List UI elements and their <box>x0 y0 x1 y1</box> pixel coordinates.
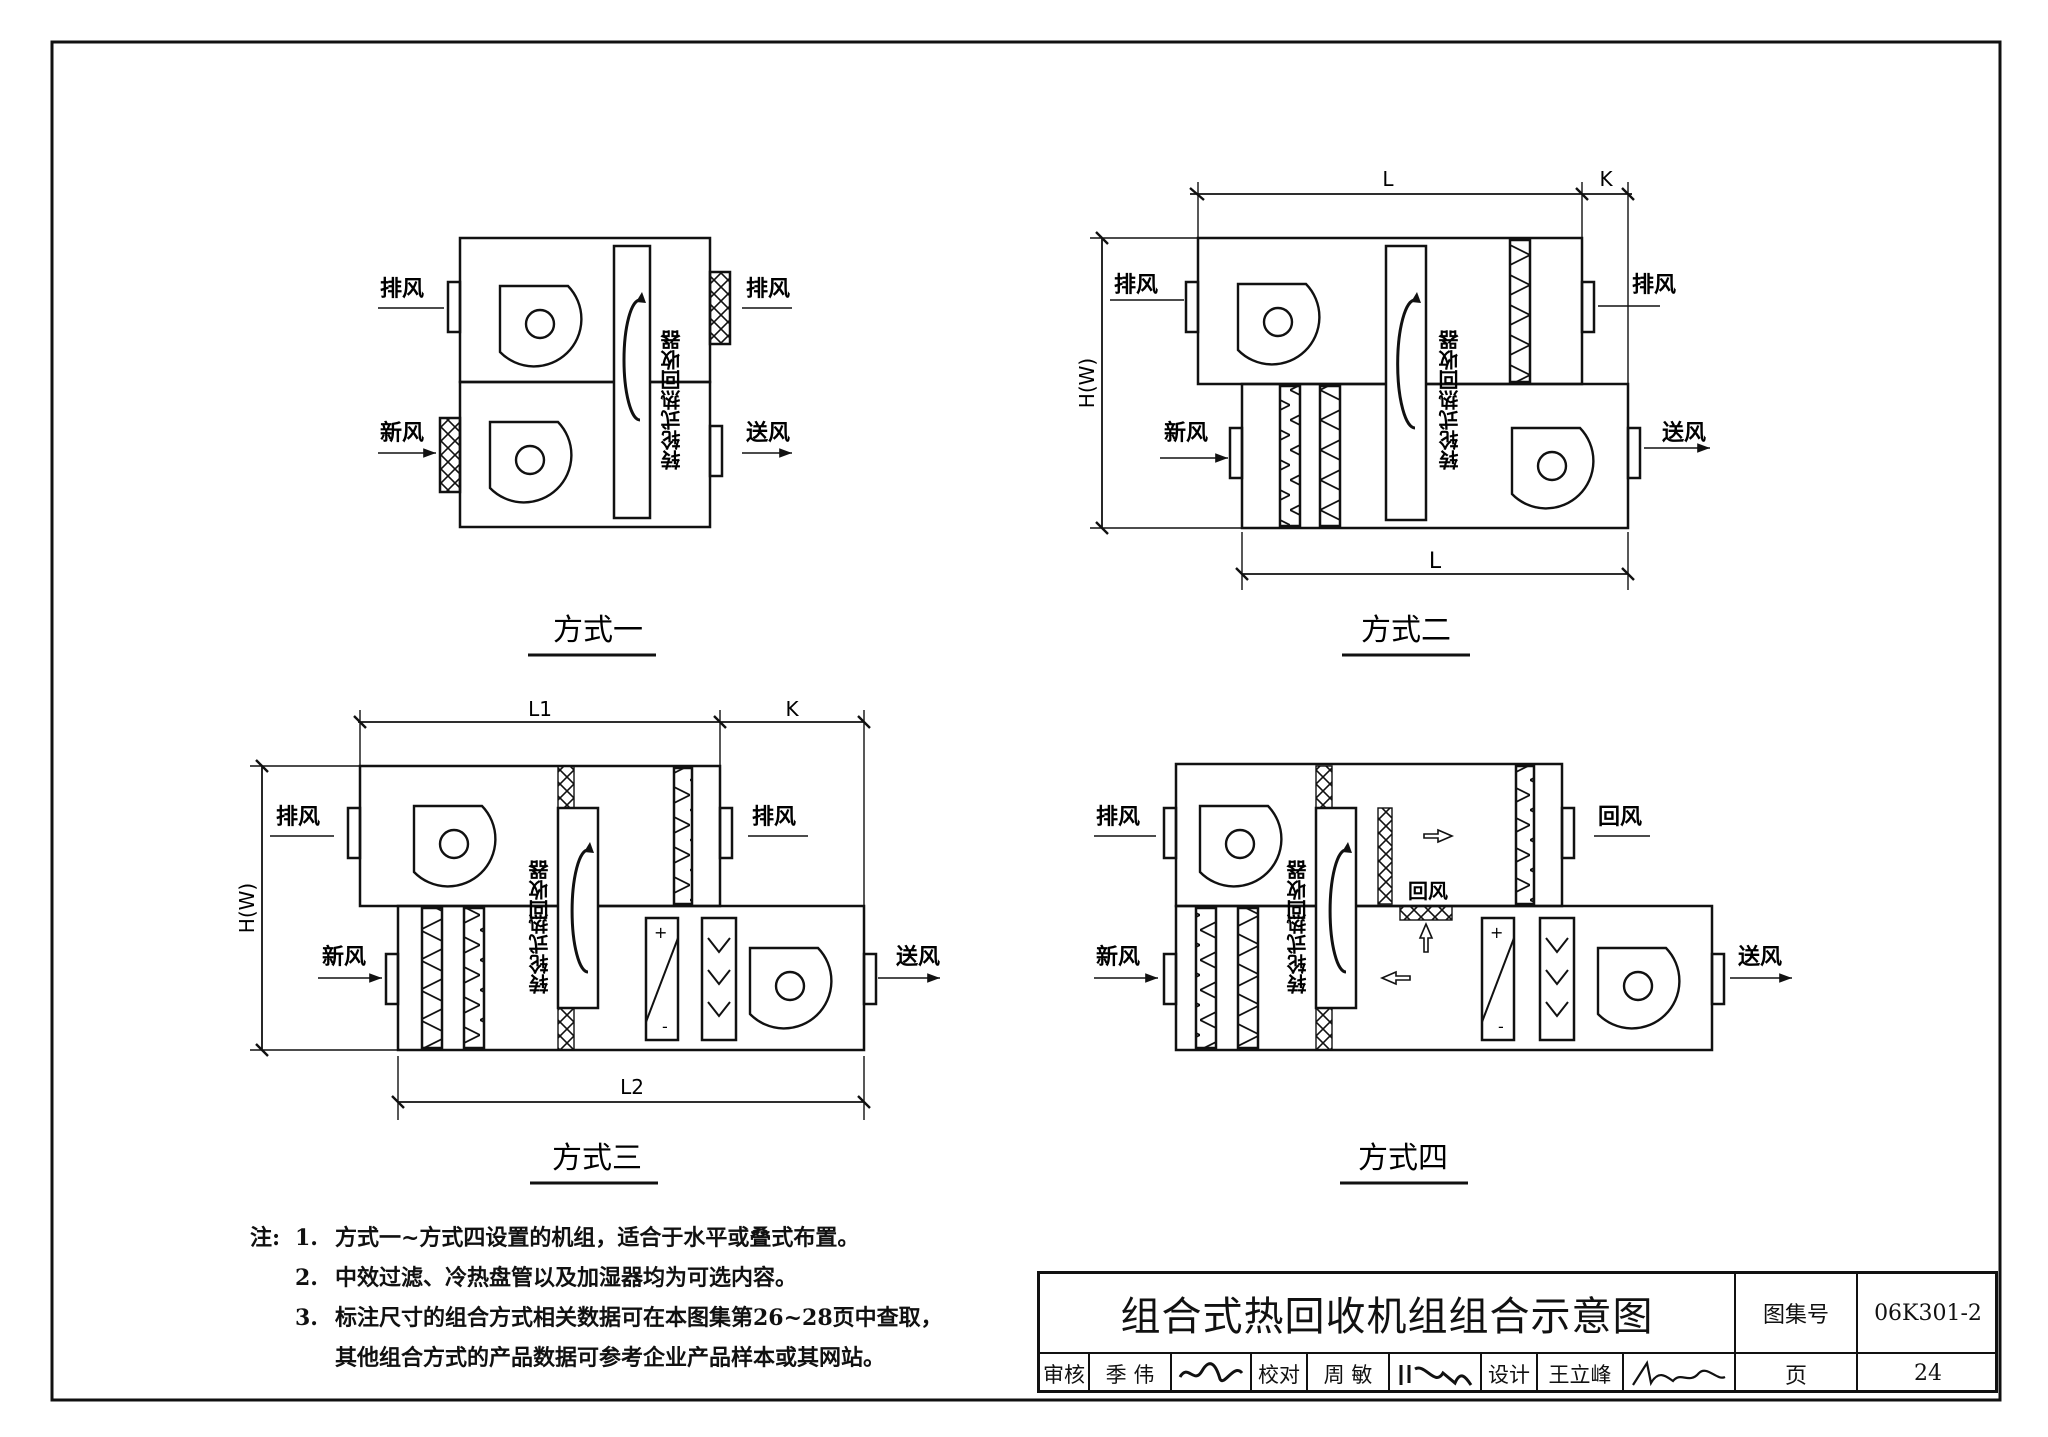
title-block: 组合式热回收机组组合示意图 图集号 06K301-2 页 24 审核 季 伟 校… <box>1037 1271 1998 1393</box>
recovery-label-3: 回收器 <box>528 859 552 920</box>
notes-block: 注: 1. 方式一~方式四设置的机组，适合于水平或叠式布置。 2. 中效过滤、冷热盘管… <box>250 1218 943 1378</box>
fresh-label-1: 新风 <box>380 420 424 446</box>
diagram-method-4 <box>1094 762 1792 1052</box>
design-signature <box>1624 1354 1736 1393</box>
plus-label-4: + <box>1490 923 1503 942</box>
diagram-method-1 <box>378 236 792 529</box>
wheel-label-2: 转轮式热 <box>1438 389 1462 471</box>
note-row-1: 注: 1. 方式一~方式四设置的机组，适合于水平或叠式布置。 <box>250 1218 910 1258</box>
wheel-label-3: 转轮式热 <box>528 913 552 995</box>
recovery-label-2: 回收器 <box>1438 329 1462 390</box>
exhaust-label-4: 排风 <box>1096 804 1140 830</box>
dim-L1-3: L1 <box>528 697 552 721</box>
dim-HW-2: H(W) <box>1075 358 1099 408</box>
check-name: 周 敏 <box>1308 1354 1390 1393</box>
exhaust-label-1b: 排风 <box>746 276 790 302</box>
page-number: 24 <box>1914 1361 1942 1386</box>
exhaust-label-2a: 排风 <box>1114 272 1158 298</box>
diagram-method-3 <box>250 710 940 1120</box>
return-label-4b: 回风 <box>1408 879 1448 903</box>
note-text: 中效过滤、冷热盘管以及加湿器均为可选内容。 <box>335 1265 798 1291</box>
note-number: 1. <box>295 1225 318 1251</box>
exhaust-label-1a: 排风 <box>380 276 424 302</box>
caption-method-1: 方式一 <box>553 613 643 648</box>
supply-label-4: 送风 <box>1738 944 1782 970</box>
plus-label-3: + <box>654 923 667 942</box>
minus-label-3: - <box>662 1017 668 1036</box>
note-text: 方式一~方式四设置的机组，适合于水平或叠式布置。 <box>335 1225 860 1251</box>
fresh-label-4: 新风 <box>1096 944 1140 970</box>
note-text: 标注尺寸的组合方式相关数据可在本图集第26~28页中查取， <box>335 1305 943 1331</box>
fresh-label-2: 新风 <box>1164 420 1208 446</box>
page-label: 页 <box>1736 1354 1858 1393</box>
recovery-label-4: 回收器 <box>1286 859 1310 920</box>
exhaust-label-3b: 排风 <box>752 804 796 830</box>
supply-label-1: 送风 <box>746 420 790 446</box>
note-row-continuation: 其他组合方式的产品数据可参考企业产品样本或其网站。 <box>335 1345 886 1371</box>
dim-K-2: K <box>1599 167 1613 191</box>
dim-L2-3: L2 <box>620 1075 644 1099</box>
dim-K-3: K <box>785 697 799 721</box>
review-label: 审核 <box>1040 1354 1090 1393</box>
dim-L-bottom-2: L <box>1429 549 1442 574</box>
review-signature <box>1172 1354 1252 1393</box>
minus-label-4: - <box>1498 1017 1504 1036</box>
dim-HW-3: H(W) <box>235 883 259 933</box>
dim-L-top-2: L <box>1382 167 1394 191</box>
caption-method-2: 方式二 <box>1361 613 1451 648</box>
review-name: 季 伟 <box>1090 1354 1172 1393</box>
caption-method-3: 方式三 <box>552 1141 642 1176</box>
check-label: 校对 <box>1252 1354 1308 1393</box>
diagram-method-2 <box>1090 182 1710 590</box>
signature-row: 审核 季 伟 校对 周 敏 设计 王立峰 <box>1040 1354 1736 1393</box>
supply-label-3: 送风 <box>896 944 940 970</box>
note-number: 3. <box>295 1305 318 1331</box>
recovery-label-1: 回收器 <box>660 329 684 390</box>
atlas-number-value: 06K301-2 <box>1858 1274 1998 1354</box>
fresh-label-3: 新风 <box>322 944 366 970</box>
exhaust-label-3a: 排风 <box>276 804 320 830</box>
note-row-2: 2. 中效过滤、冷热盘管以及加湿器均为可选内容。 <box>250 1258 910 1298</box>
outer-border <box>50 40 2002 1402</box>
note-row-3: 3. 标注尺寸的组合方式相关数据可在本图集第26~28页中查取， <box>250 1298 943 1338</box>
design-label: 设计 <box>1482 1354 1538 1393</box>
caption-method-4: 方式四 <box>1358 1141 1448 1176</box>
return-label-4a: 回风 <box>1598 804 1642 830</box>
atlas-number-label: 图集号 <box>1736 1274 1858 1354</box>
notes-lead: 注: <box>250 1225 281 1251</box>
check-signature <box>1390 1354 1482 1393</box>
supply-label-2: 送风 <box>1662 420 1706 446</box>
design-name: 王立峰 <box>1538 1354 1624 1393</box>
note-number: 2. <box>295 1265 318 1291</box>
exhaust-label-2b: 排风 <box>1632 272 1676 298</box>
wheel-label-1: 转轮式热 <box>660 389 684 471</box>
wheel-label-4: 转轮式热 <box>1286 913 1310 995</box>
drawing-title: 组合式热回收机组组合示意图 <box>1040 1274 1736 1354</box>
